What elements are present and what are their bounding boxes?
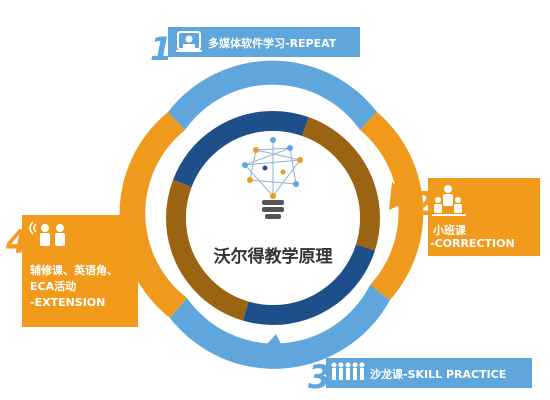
step-4-label-line2: ECA活动 (30, 279, 76, 293)
ring-outer-orange-right (360, 112, 424, 300)
step-3-number: 3 (308, 358, 330, 396)
step-3-label: 沙龙课-SKILL PRACTICE (370, 367, 506, 381)
arrow-right (389, 182, 410, 210)
ring-inner-dark-blue-bottom (166, 111, 380, 325)
arrow-left (138, 238, 150, 260)
arrow-bottom (260, 334, 282, 352)
lightbulb-icon (242, 137, 303, 219)
step-4-label-line1: 辅修课、英语角、 (30, 263, 118, 277)
group-people-icon (331, 362, 365, 380)
step-1-card: 1 多媒体软件学习-REPEAT (150, 27, 360, 68)
center-title: 沃尔得教学原理 (214, 246, 333, 267)
step-2-label-line2: -CORRECTION (430, 237, 515, 250)
ring-outer-blue-top (168, 60, 377, 131)
step-2-card: 2 小班课 -CORRECTION (412, 178, 540, 256)
step-1-number: 1 (150, 30, 172, 68)
presenter-monitor-icon (176, 31, 202, 52)
speaking-people-icon (29, 221, 65, 246)
step-4-card: 4 辅修课、英语角、 ECA活动 -EXTENSION (5, 215, 138, 327)
step-4-label-line3: -EXTENSION (30, 296, 105, 309)
step-2-label-line1: 小班课 (432, 223, 467, 237)
ring-inner-brown-left (166, 111, 380, 325)
teacher-students-icon (432, 185, 466, 216)
step-1-label: 多媒体软件学习-REPEAT (208, 36, 337, 50)
ring-outer-blue-bottom (170, 285, 390, 369)
step-3-card: 3 沙龙课-SKILL PRACTICE (308, 358, 532, 396)
ring-inner-dark-blue (166, 111, 380, 325)
ring-inner-brown-right (166, 111, 380, 325)
arrow-top (256, 62, 282, 85)
